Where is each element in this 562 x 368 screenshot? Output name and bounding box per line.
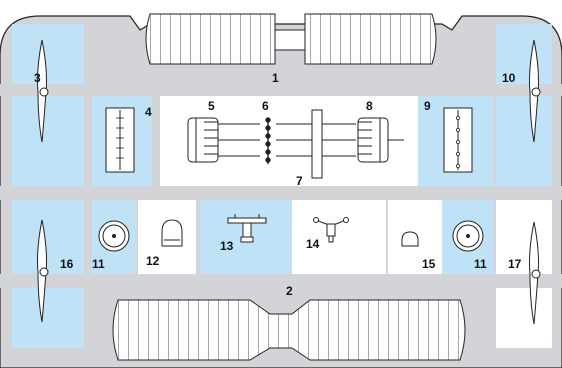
- lower-wing-icon: [112, 299, 466, 361]
- panel-icon: [105, 107, 135, 173]
- part-label-1: 1: [272, 71, 279, 85]
- wheel-icon: [98, 220, 130, 252]
- part-label-12: 12: [146, 254, 160, 268]
- engine-icon: [187, 117, 260, 163]
- part-label-17: 17: [508, 257, 522, 271]
- undercarriage-icon: [227, 214, 267, 243]
- part-label-10: 10: [502, 71, 516, 85]
- upper-wing-icon: [145, 13, 437, 65]
- part-label-8: 8: [366, 99, 373, 113]
- propeller-icon: [37, 219, 49, 323]
- engine-icon: [357, 117, 404, 163]
- panel-icon: [443, 107, 473, 173]
- propeller-icon: [529, 221, 541, 325]
- part-label-7: 7: [296, 174, 303, 188]
- cell-10: [496, 24, 552, 186]
- part-label-11a: 11: [92, 257, 105, 271]
- wheel-icon: [452, 220, 484, 252]
- part-label-14: 14: [306, 237, 320, 251]
- part-label-11b: 11: [474, 257, 487, 271]
- part-label-4: 4: [145, 105, 152, 119]
- part-label-13: 13: [220, 239, 234, 253]
- propeller-icon: [37, 39, 49, 143]
- cell-3-full: [12, 24, 84, 186]
- part-label-9: 9: [424, 99, 431, 113]
- part-label-15: 15: [422, 257, 436, 271]
- cell-14: [292, 200, 386, 274]
- part-label-3: 3: [34, 71, 41, 85]
- strip-icon: [276, 109, 356, 179]
- part-label-6: 6: [262, 99, 269, 113]
- cowl-icon: [161, 219, 183, 247]
- part-label-5: 5: [208, 99, 215, 113]
- undercarriage-icon: [313, 217, 349, 243]
- part-label-2: 2: [286, 284, 293, 298]
- propeller-icon: [529, 39, 541, 143]
- strut-icon: [265, 117, 271, 164]
- part-label-16: 16: [60, 257, 74, 271]
- dome-icon: [401, 231, 419, 247]
